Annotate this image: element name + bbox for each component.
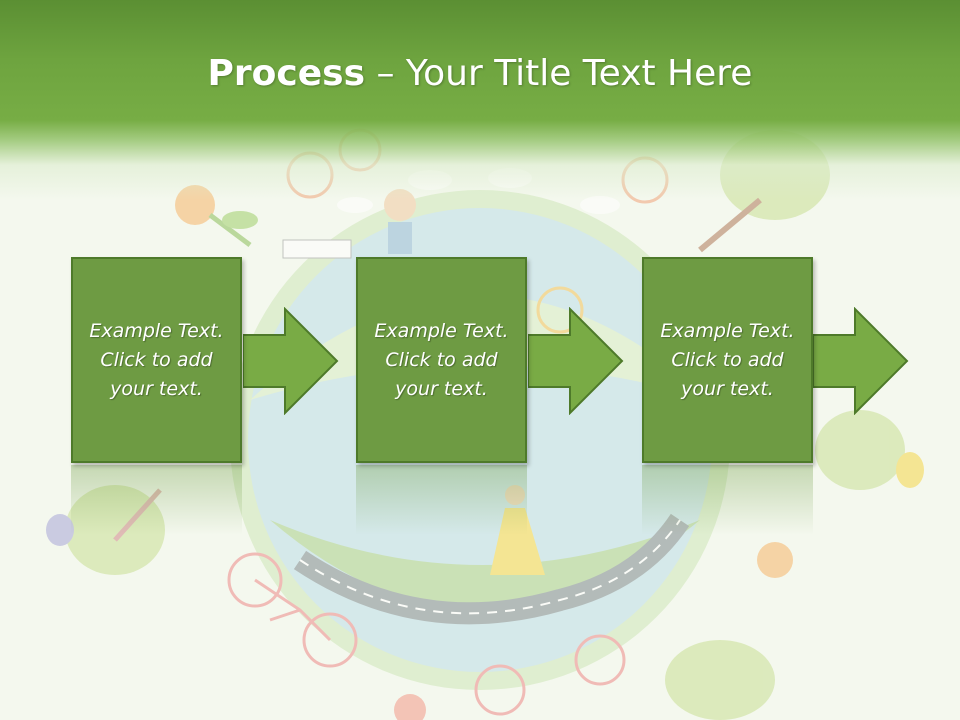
process-step-3[interactable]: Example Text. Click to add your text. bbox=[642, 257, 813, 463]
process-step-1[interactable]: Example Text. Click to add your text. bbox=[71, 257, 242, 463]
process-step-2[interactable]: Example Text. Click to add your text. bbox=[356, 257, 527, 463]
step-1-line-1: Example Text. bbox=[89, 319, 224, 342]
step-1-reflection bbox=[71, 465, 242, 535]
step-3-arrow bbox=[813, 307, 909, 415]
step-1-line-3: your text. bbox=[110, 377, 203, 400]
step-2-text[interactable]: Example Text. Click to add your text. bbox=[367, 317, 517, 404]
title-rest-part: – Your Title Text Here bbox=[365, 53, 753, 94]
step-1-text[interactable]: Example Text. Click to add your text. bbox=[82, 317, 232, 404]
title-bold-part: Process bbox=[207, 53, 366, 94]
slide-title[interactable]: Process – Your Title Text Here bbox=[0, 52, 960, 96]
step-3-line-3: your text. bbox=[681, 377, 774, 400]
step-3-text[interactable]: Example Text. Click to add your text. bbox=[653, 317, 803, 404]
step-2-arrow bbox=[528, 307, 624, 415]
step-1-line-2: Click to add bbox=[100, 348, 213, 371]
step-3-line-1: Example Text. bbox=[660, 319, 795, 342]
step-2-line-3: your text. bbox=[395, 377, 488, 400]
step-1-arrow bbox=[243, 307, 339, 415]
step-3-reflection bbox=[642, 465, 813, 535]
title-band bbox=[0, 0, 960, 200]
step-3-line-2: Click to add bbox=[671, 348, 784, 371]
step-2-line-2: Click to add bbox=[385, 348, 498, 371]
step-2-reflection bbox=[356, 465, 527, 535]
step-2-line-1: Example Text. bbox=[374, 319, 509, 342]
